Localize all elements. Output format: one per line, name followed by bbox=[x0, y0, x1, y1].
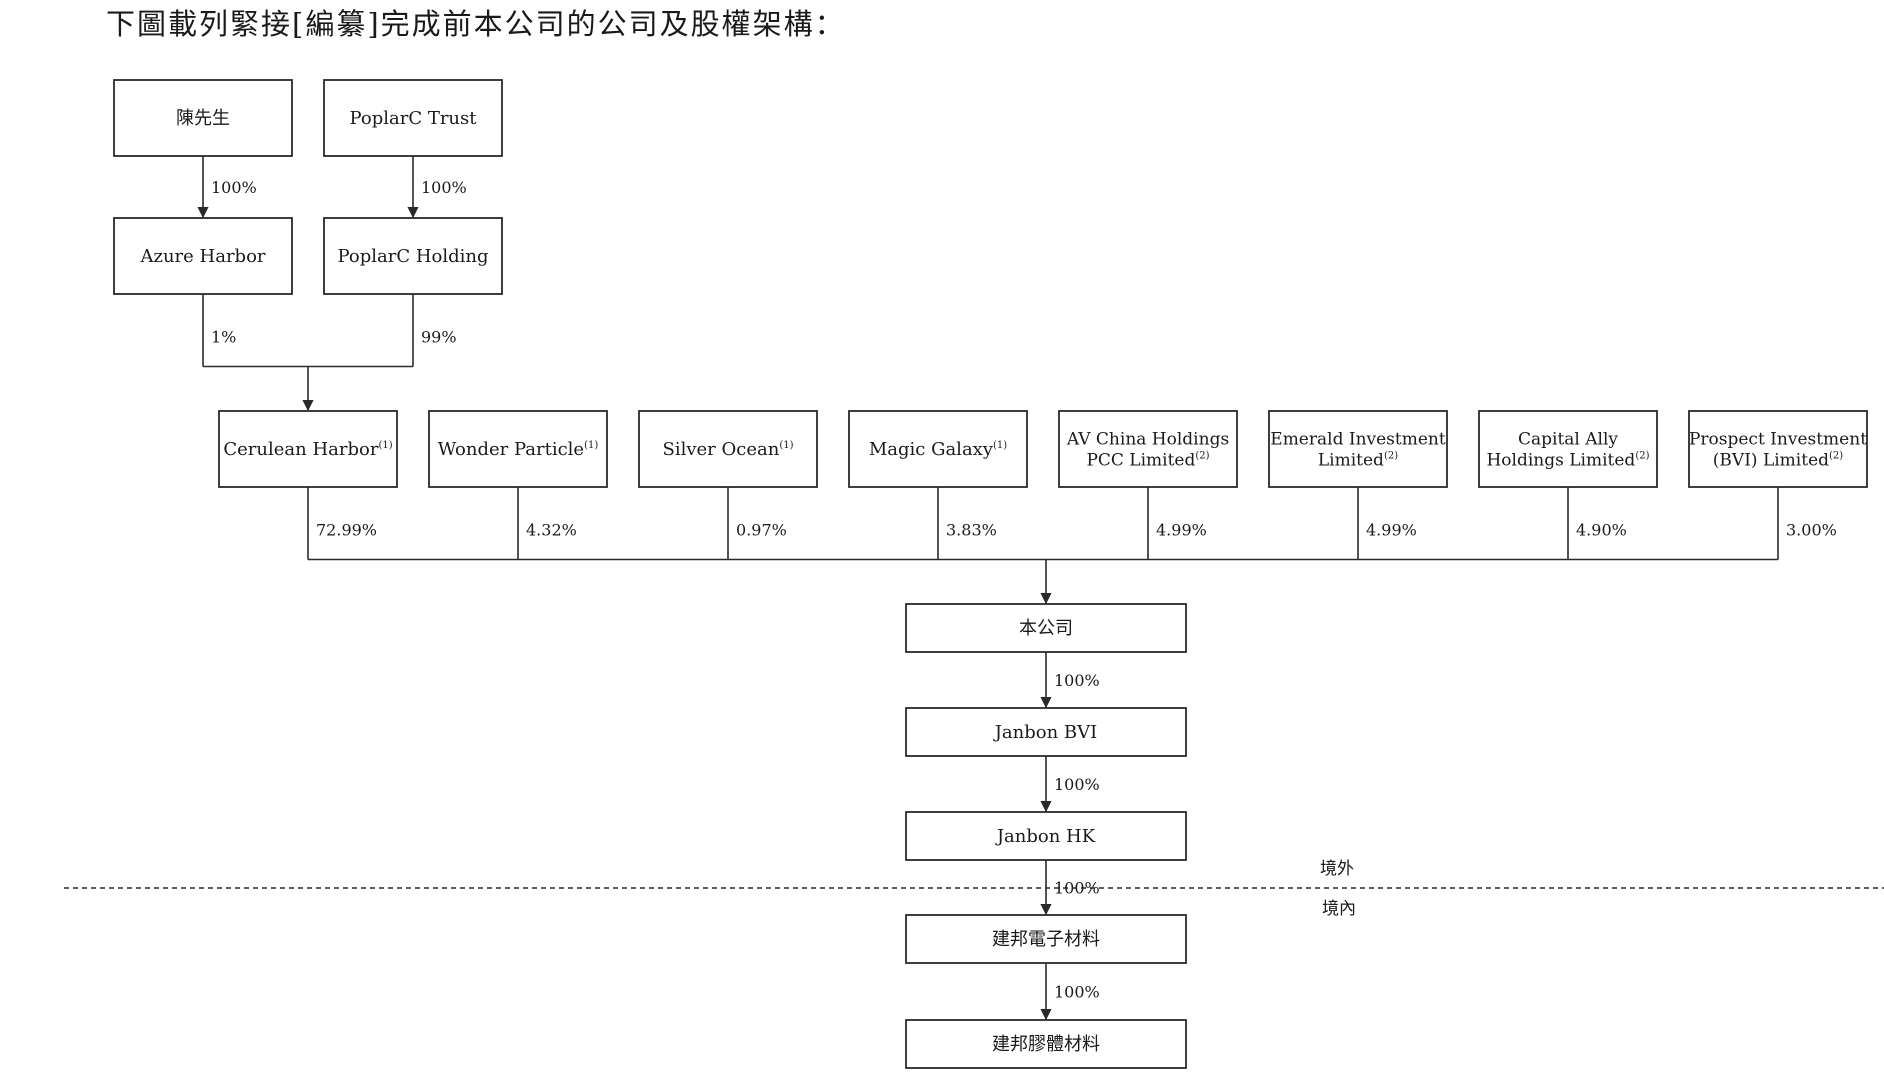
entity-node-jianbang-electronic: 建邦電子材料 bbox=[905, 914, 1187, 964]
entity-box bbox=[1058, 410, 1238, 488]
entity-node-prospect: Prospect Investment(BVI) Limited(2) bbox=[1688, 410, 1868, 488]
entity-box bbox=[638, 410, 818, 488]
entity-box bbox=[905, 603, 1187, 653]
entity-label: 建邦膠體材料 bbox=[992, 1034, 1100, 1055]
ownership-percentage: 4.90% bbox=[1576, 520, 1627, 539]
ownership-percentage: 100% bbox=[421, 178, 467, 197]
ownership-percentage: 99% bbox=[421, 327, 457, 346]
entity-box bbox=[218, 410, 398, 488]
footnote-marker: (1) bbox=[993, 440, 1007, 451]
footnote-marker: (2) bbox=[1384, 451, 1398, 462]
ownership-percentage: 100% bbox=[1054, 775, 1100, 794]
ownership-percentage: 4.99% bbox=[1366, 520, 1417, 539]
entity-label: (BVI) Limited(2) bbox=[1713, 451, 1843, 471]
ownership-percentage: 0.97% bbox=[736, 520, 787, 539]
entity-node-janbon-bvi: Janbon BVI bbox=[905, 707, 1187, 757]
diagram-title: 下圖載列緊接[編纂]完成前本公司的公司及股權架構： bbox=[106, 7, 846, 41]
ownership-percentage: 4.32% bbox=[526, 520, 577, 539]
entity-box bbox=[1688, 410, 1868, 488]
footnote-marker: (1) bbox=[779, 440, 793, 451]
entity-box bbox=[323, 217, 503, 295]
entity-box bbox=[1268, 410, 1448, 488]
entity-label: PoplarC Holding bbox=[337, 246, 488, 267]
ownership-percentage: 100% bbox=[211, 178, 257, 197]
entity-label: Janbon BVI bbox=[993, 722, 1098, 743]
ownership-percentage: 3.00% bbox=[1786, 520, 1837, 539]
entity-label: PoplarC Trust bbox=[349, 108, 477, 129]
entity-box bbox=[428, 410, 608, 488]
entity-label: PCC Limited(2) bbox=[1086, 451, 1209, 471]
entity-label: 建邦電子材料 bbox=[992, 929, 1100, 950]
entity-box bbox=[905, 914, 1187, 964]
edges-layer: 100% 100% 1% 99% 72.99% 4.32% 0.97% 3.83% 4.99% 4… bbox=[197, 156, 1837, 1021]
entity-box bbox=[113, 79, 293, 157]
entity-label: Magic Galaxy(1) bbox=[869, 439, 1007, 460]
entity-box bbox=[905, 811, 1187, 861]
ownership-percentage: 4.99% bbox=[1156, 520, 1207, 539]
region-label-offshore: 境外 bbox=[1320, 859, 1354, 879]
entity-node-magic-galaxy: Magic Galaxy(1) bbox=[848, 410, 1028, 488]
entity-node-poplarc-trust: PoplarC Trust bbox=[323, 79, 503, 157]
entity-node-wonder-particle: Wonder Particle(1) bbox=[428, 410, 608, 488]
entity-box bbox=[905, 707, 1187, 757]
entity-label: Emerald Investment bbox=[1270, 430, 1446, 450]
footnote-marker: (1) bbox=[584, 440, 598, 451]
ownership-percentage: 100% bbox=[1054, 983, 1100, 1002]
footnote-marker: (2) bbox=[1195, 451, 1209, 462]
entity-label: Prospect Investment bbox=[1689, 430, 1867, 450]
entity-label: 本公司 bbox=[1019, 618, 1073, 639]
entity-box bbox=[323, 79, 503, 157]
entity-node-azure-harbor: Azure Harbor bbox=[113, 217, 293, 295]
entity-label: Wonder Particle(1) bbox=[438, 439, 599, 460]
ownership-percentage: 1% bbox=[211, 327, 236, 346]
entity-label: AV China Holdings bbox=[1066, 430, 1229, 450]
entity-label: Limited(2) bbox=[1318, 451, 1398, 471]
ownership-percentage: 3.83% bbox=[946, 520, 997, 539]
entity-label: Azure Harbor bbox=[139, 246, 265, 267]
footnote-marker: (2) bbox=[1829, 451, 1843, 462]
region-label-onshore: 境內 bbox=[1322, 899, 1356, 919]
entity-node-mr-chen: 陳先生 bbox=[113, 79, 293, 157]
entity-label: Janbon HK bbox=[995, 826, 1096, 847]
ownership-percentage: 100% bbox=[1054, 671, 1100, 690]
entity-box bbox=[113, 217, 293, 295]
entity-label: Capital Ally bbox=[1518, 430, 1618, 450]
footnote-marker: (1) bbox=[378, 440, 392, 451]
entity-node-company: 本公司 bbox=[905, 603, 1187, 653]
entity-label: Cerulean Harbor(1) bbox=[223, 439, 392, 460]
entity-label: Holdings Limited(2) bbox=[1486, 451, 1649, 471]
footnote-marker: (2) bbox=[1635, 451, 1649, 462]
ownership-percentage: 72.99% bbox=[316, 520, 377, 539]
entity-node-silver-ocean: Silver Ocean(1) bbox=[638, 410, 818, 488]
entity-node-jianbang-adhesive: 建邦膠體材料 bbox=[905, 1019, 1187, 1069]
entity-node-poplarc-holding: PoplarC Holding bbox=[323, 217, 503, 295]
entity-box bbox=[848, 410, 1028, 488]
entity-box bbox=[905, 1019, 1187, 1069]
entity-node-cerulean-harbor: Cerulean Harbor(1) bbox=[218, 410, 398, 488]
entity-node-janbon-hk: Janbon HK bbox=[905, 811, 1187, 861]
entity-label: Silver Ocean(1) bbox=[663, 439, 794, 460]
entity-label: 陳先生 bbox=[176, 108, 230, 129]
entity-box bbox=[1478, 410, 1658, 488]
